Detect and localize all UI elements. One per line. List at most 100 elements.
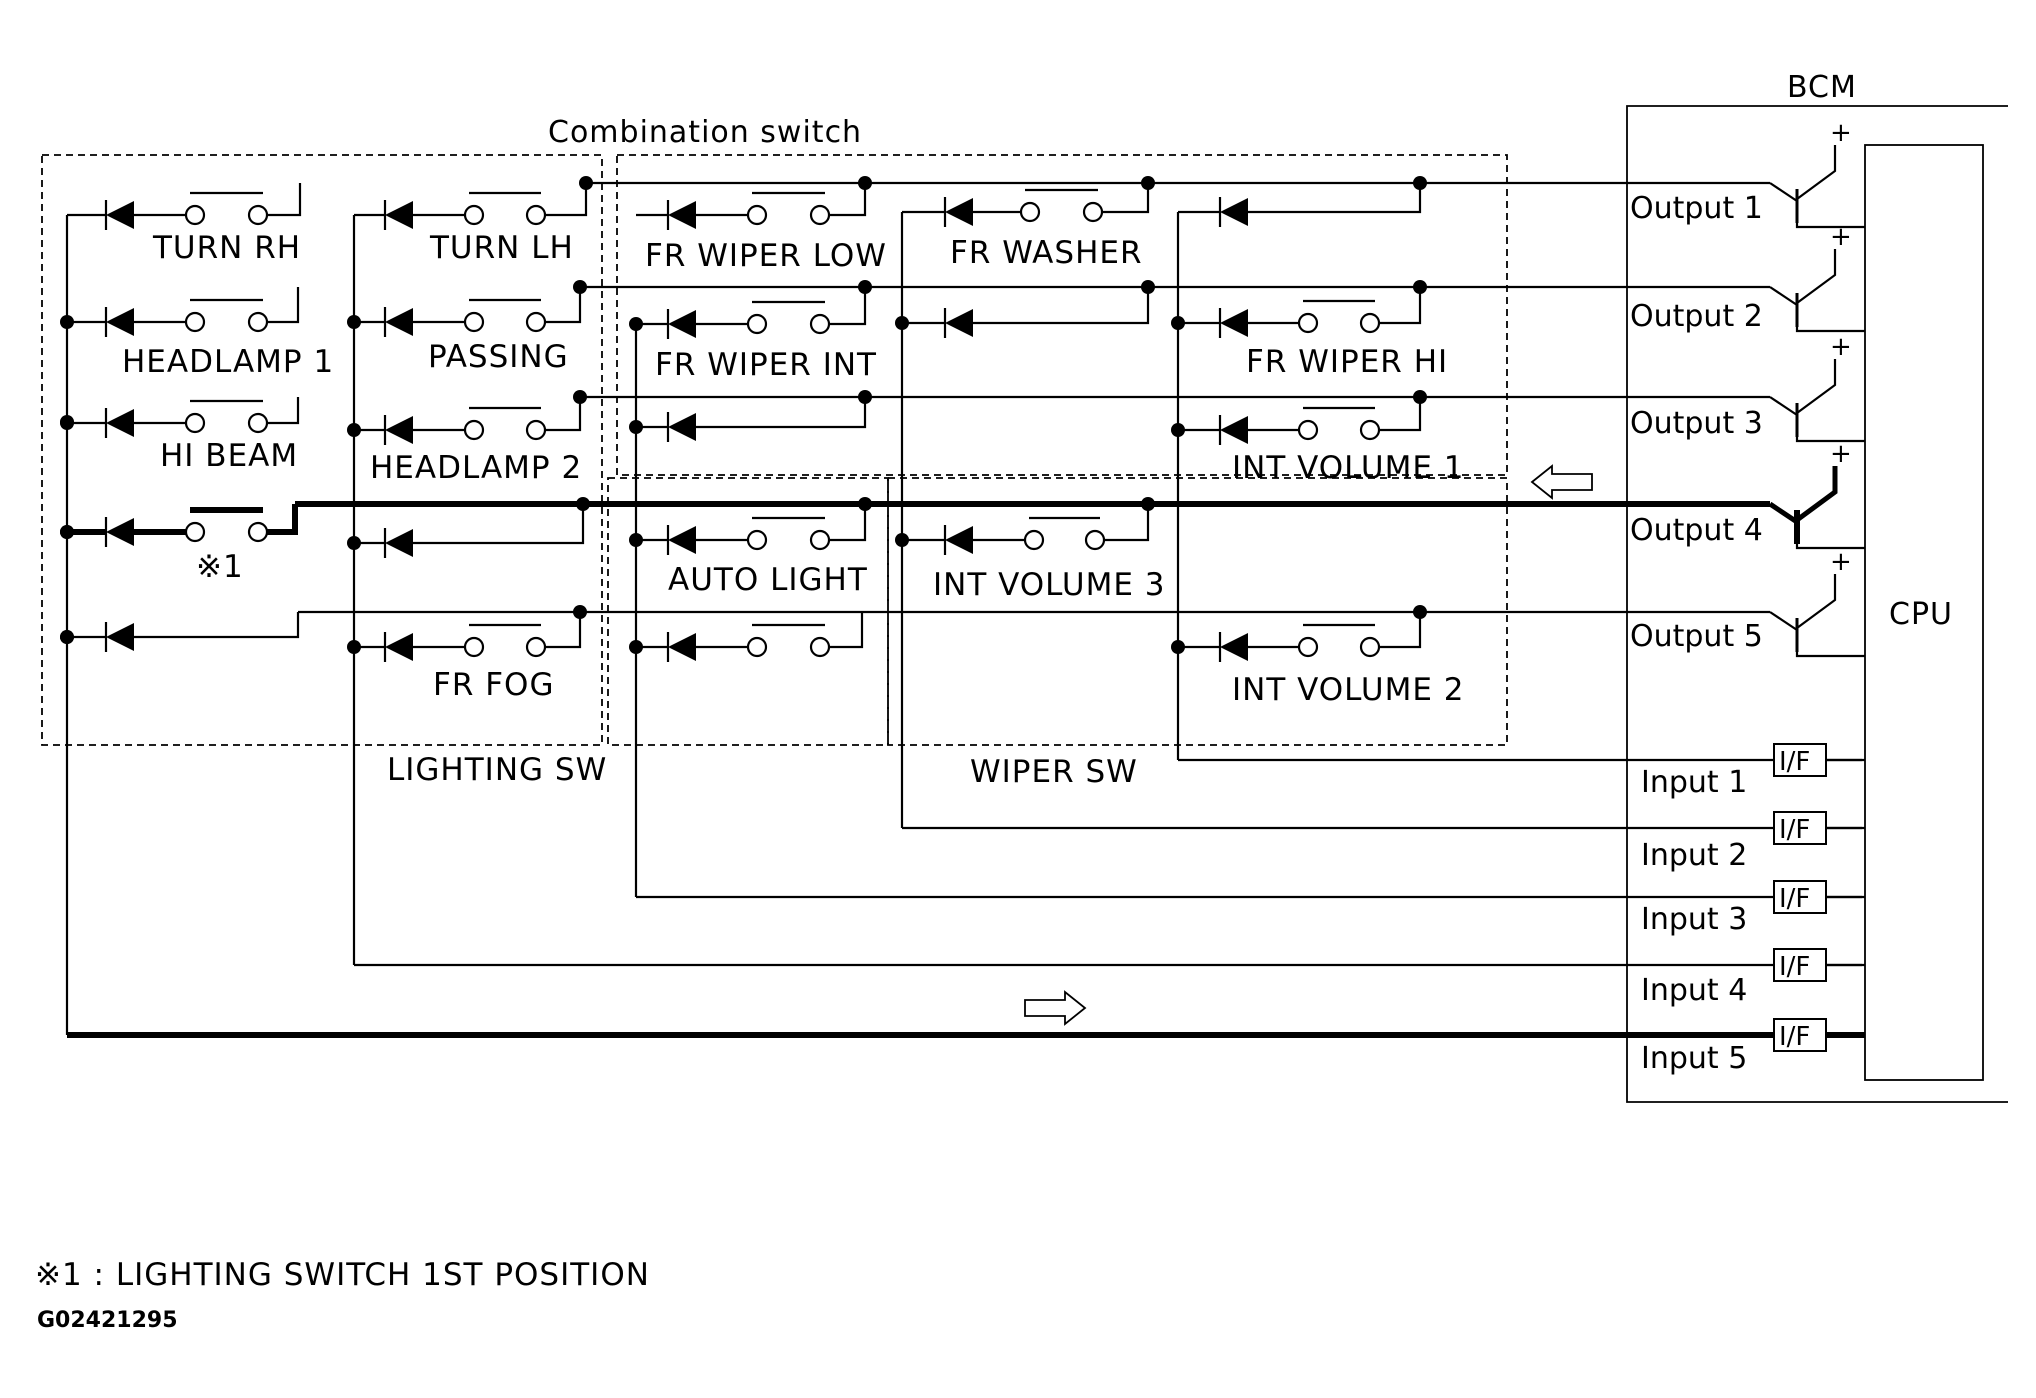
plus-sign: +: [1830, 547, 1852, 577]
input-label-4: Input 4: [1641, 973, 1747, 1008]
diode-icon: [668, 413, 696, 441]
switch-contact: [247, 204, 269, 226]
interface-box: [1773, 880, 1827, 914]
footnote: ※1 : LIGHTING SWITCH 1ST POSITION: [35, 1257, 650, 1293]
output-label-2: Output 2: [1630, 299, 1763, 334]
switch-contact: [184, 311, 206, 333]
switch-contact: [463, 419, 485, 441]
switch-contact: [746, 204, 768, 226]
interface-label: I/F: [1779, 815, 1810, 845]
label-headlamp-2: HEADLAMP 2: [370, 450, 582, 486]
interface-label: I/F: [1779, 884, 1810, 914]
junction-dot: [1413, 390, 1427, 404]
diode-icon: [106, 518, 134, 546]
combination-switch-title: Combination switch: [548, 115, 862, 150]
branch-riser: [829, 183, 867, 217]
label-auto-light: AUTO LIGHT: [668, 562, 868, 598]
branch-riser: [696, 397, 867, 429]
combination-switch-enclosure: [616, 154, 1508, 476]
switch-contact: [746, 313, 768, 335]
label-headlamp-1: HEADLAMP 1: [122, 344, 334, 380]
figure-code: G02421295: [37, 1308, 178, 1333]
input-label-5: Input 5: [1641, 1041, 1747, 1076]
junction-dot: [347, 536, 361, 550]
label-passing: PASSING: [428, 339, 569, 375]
lighting-switch-enclosure: [41, 154, 603, 746]
switch-aux-mid: [347, 497, 590, 558]
switch-contact: [184, 204, 206, 226]
switch-int-volume-2: [1171, 605, 1427, 662]
transistor-emitter: [1769, 182, 1798, 202]
interface-box: [1773, 743, 1827, 777]
junction-dot: [347, 640, 361, 654]
plus-sign: +: [1830, 118, 1852, 148]
switch-contact: [525, 636, 547, 658]
switch-contact: [1297, 636, 1319, 658]
branch-riser: [545, 183, 588, 217]
switch-contact: [463, 204, 485, 226]
junction-dot: [895, 316, 909, 330]
junction-dot: [629, 640, 643, 654]
junction-dot: [1171, 640, 1185, 654]
switch-contact: [1297, 312, 1319, 334]
flow-arrow-left: [1530, 464, 1593, 500]
output-label-1: Output 1: [1630, 191, 1763, 226]
switch-fr-wiper-int: [629, 280, 872, 339]
branch-riser: [267, 287, 300, 324]
transistor-control: [1795, 642, 1865, 658]
label-int-volume-1: INT VOLUME 1: [1232, 450, 1465, 486]
diode-icon: [1220, 633, 1248, 661]
junction-dot: [573, 390, 587, 404]
interface-label: I/F: [1779, 1022, 1810, 1052]
diode-icon: [1220, 416, 1248, 444]
output-label-5: Output 5: [1630, 619, 1763, 654]
switch-contact: [746, 636, 768, 658]
label-fr-fog: FR FOG: [433, 667, 554, 703]
switch-contact: [184, 412, 206, 434]
branch-riser: [545, 612, 582, 649]
switch-contact: [525, 311, 547, 333]
diode-icon: [106, 308, 134, 336]
input-label-1: Input 1: [1641, 765, 1747, 800]
switch-contact: [1359, 419, 1381, 441]
switch-fr-wiper-low: [636, 176, 872, 230]
interface-box: [1773, 948, 1827, 982]
switch-contact: [184, 521, 206, 543]
junction-dot: [1413, 176, 1427, 190]
plus-sign: +: [1830, 332, 1852, 362]
diode-icon: [668, 526, 696, 554]
switch-headlamp-1: [60, 287, 300, 337]
transistor-control: [1795, 317, 1865, 333]
label-fr-washer: FR WASHER: [950, 235, 1143, 271]
plus-sign: +: [1830, 222, 1852, 252]
diode-icon: [1220, 309, 1248, 337]
switch-contact: [1297, 419, 1319, 441]
junction-dot: [1141, 176, 1155, 190]
transistor-control: [1795, 213, 1865, 229]
switch-passing: [347, 280, 587, 337]
branch-riser: [1379, 612, 1422, 649]
interface-box-3: I/F: [1773, 880, 1865, 914]
label-fr-wiper-hi: FR WIPER HI: [1246, 344, 1448, 380]
branch-riser: [973, 287, 1150, 325]
label-int-volume-2: INT VOLUME 2: [1232, 672, 1465, 708]
label-note-ref: ※1: [196, 549, 244, 585]
switch-aux-left: [60, 612, 300, 652]
junction-dot: [858, 497, 872, 511]
bcm-box: [1626, 105, 2008, 1103]
switch-washer-aux: [895, 280, 1155, 338]
diode-icon: [106, 201, 134, 229]
interface-label: I/F: [1779, 952, 1810, 982]
switch-hi-beam: [60, 397, 300, 438]
junction-dot: [347, 315, 361, 329]
diode-icon: [385, 633, 413, 661]
wiper-sw-label: WIPER SW: [970, 754, 1138, 790]
junction-dot: [573, 280, 587, 294]
switch-fr-wiper-aux: [629, 390, 872, 442]
junction-dot: [579, 176, 593, 190]
diode-icon: [945, 526, 973, 554]
junction-dot: [895, 533, 909, 547]
junction-dot: [347, 423, 361, 437]
interface-box: [1773, 1018, 1827, 1052]
junction-dot: [576, 497, 590, 511]
